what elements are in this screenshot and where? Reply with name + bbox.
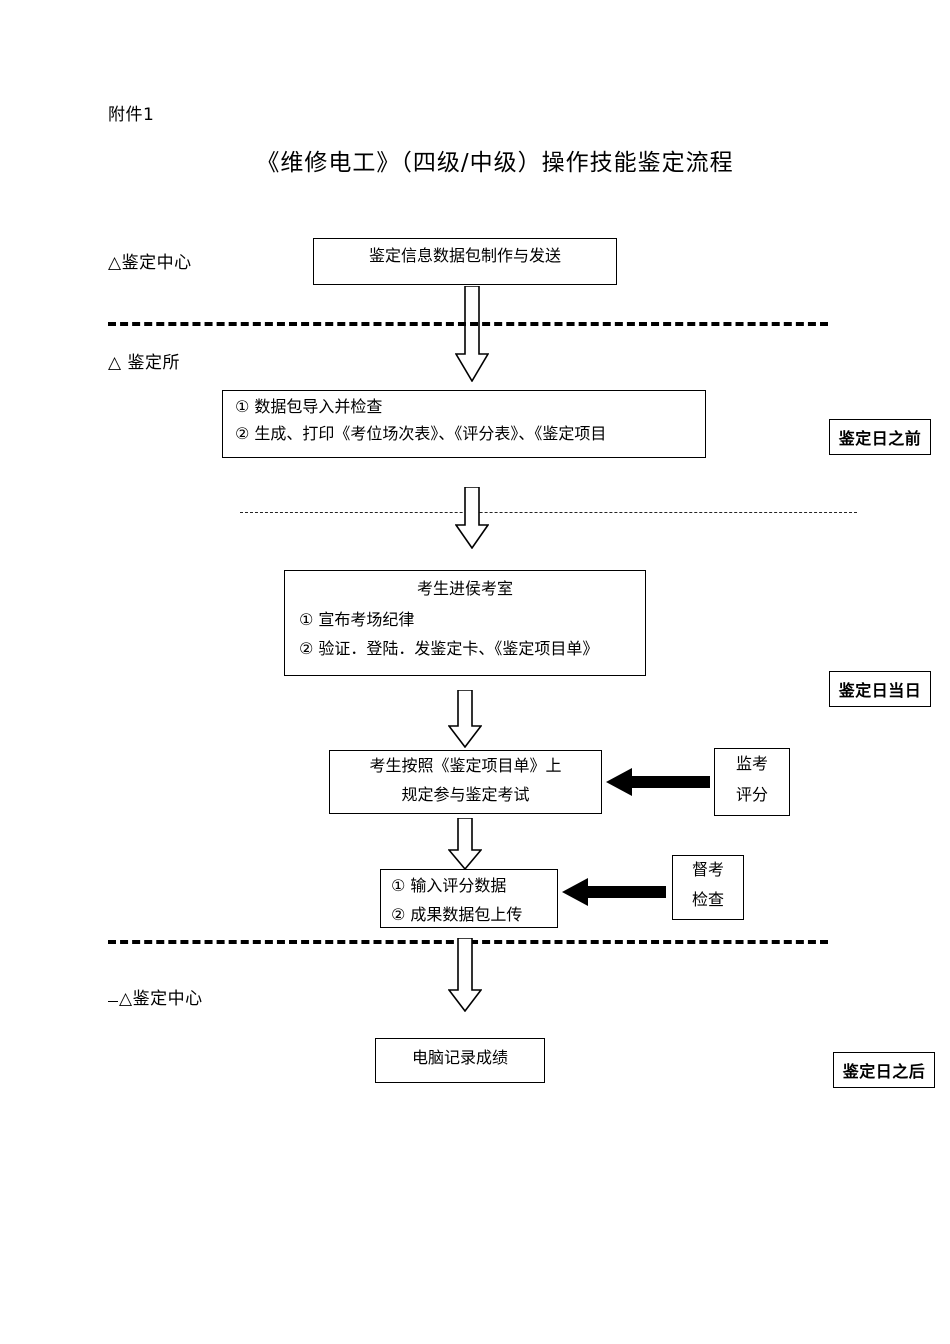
phase-badge-after: 鉴定日之后	[833, 1052, 935, 1088]
box-line: 电脑记录成绩	[411, 1048, 508, 1067]
box-line: 监考	[735, 754, 768, 773]
lane-label-center-bottom: △鉴定中心	[108, 984, 203, 1009]
phase-badge-before: 鉴定日之前	[829, 419, 931, 455]
box-line: 考生进侯考室	[416, 579, 513, 598]
lane-label-station: △ 鉴定所	[108, 353, 180, 373]
box-computer-record: 电脑记录成绩	[375, 1038, 545, 1083]
box-line: 鉴定信息数据包制作与发送	[368, 246, 561, 265]
box-waiting-room: 考生进侯考室 ① 宣布考场纪律 ② 验证．登陆．发鉴定卡、《鉴定项目单》	[284, 570, 646, 676]
box-line: 考生按照《鉴定项目单》上	[369, 756, 562, 775]
box-line: 检查	[691, 889, 724, 909]
box-package-make-send: 鉴定信息数据包制作与发送	[313, 238, 617, 285]
phase-badge-label: 鉴定日之前	[838, 429, 922, 448]
feed-arrow-proctor	[606, 765, 710, 799]
box-take-exam: 考生按照《鉴定项目单》上 规定参与鉴定考试	[329, 750, 602, 814]
box-import-check: ① 数据包导入并检查 ② 生成、打印《考位场次表》、《评分表》、《鉴定项目	[222, 390, 706, 458]
box-line: ① 输入评分数据	[391, 876, 507, 895]
section-divider-top	[108, 322, 828, 326]
box-input-scores: ① 输入评分数据 ② 成果数据包上传	[380, 869, 558, 928]
box-line: ② 验证．登陆．发鉴定卡、《鉴定项目单》	[299, 638, 599, 658]
phase-badge-label: 鉴定日当日	[838, 681, 922, 700]
box-supervisor-check: 督考 检查	[672, 855, 744, 920]
box-proctor-score: 监考 评分	[714, 748, 790, 816]
lane-label-center-top: △鉴定中心	[108, 253, 192, 273]
page-title: 《维修电工》（四级/中级）操作技能鉴定流程	[256, 150, 734, 176]
box-line: ① 数据包导入并检查	[235, 397, 383, 416]
feed-arrow-supervisor	[562, 875, 666, 909]
box-line: 评分	[735, 784, 768, 804]
flow-arrow-3	[448, 690, 482, 748]
flow-arrow-2	[455, 487, 489, 549]
box-line: ② 成果数据包上传	[391, 904, 523, 924]
box-line: 督考	[691, 860, 724, 879]
box-line: ② 生成、打印《考位场次表》、《评分表》、《鉴定项目	[235, 423, 607, 443]
attachment-label: 附件1	[108, 105, 155, 125]
lane-label-text: △鉴定中心	[119, 989, 203, 1009]
flow-arrow-4	[448, 818, 482, 870]
box-line: 规定参与鉴定考试	[401, 784, 530, 804]
flow-arrow-1	[455, 286, 489, 382]
section-divider-thin	[240, 512, 857, 513]
phase-badge-label: 鉴定日之后	[842, 1062, 926, 1081]
flow-arrow-5	[448, 938, 482, 1012]
box-line: ① 宣布考场纪律	[299, 609, 415, 629]
phase-badge-during: 鉴定日当日	[829, 671, 931, 707]
